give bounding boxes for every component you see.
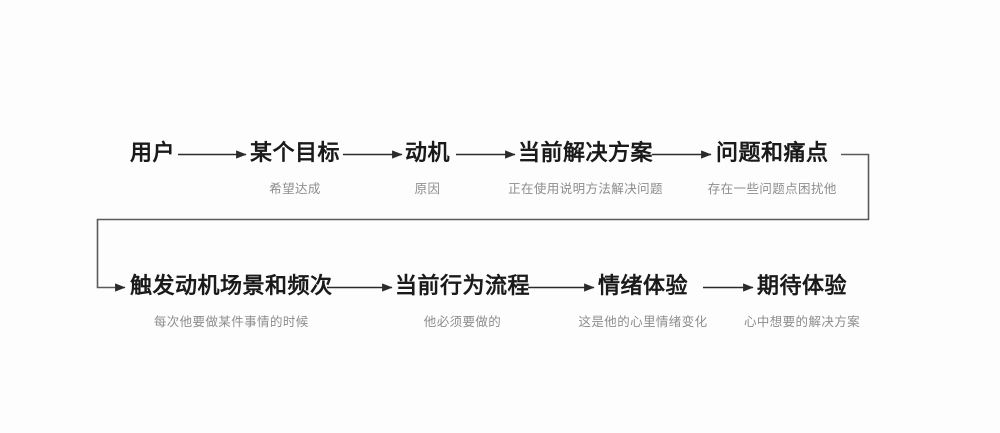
node-user[interactable]: 用户 bbox=[130, 142, 175, 164]
node-goal[interactable]: 某个目标 希望达成 bbox=[250, 140, 341, 196]
node-current-solution[interactable]: 当前解决方案 正在使用说明方法解决问题 bbox=[508, 140, 662, 196]
node-motive-title: 动机 bbox=[405, 140, 451, 165]
node-motive[interactable]: 动机 原因 bbox=[405, 140, 451, 196]
node-trigger-scene-frequency-subtitle: 每次他要做某件事情的时候 bbox=[153, 315, 309, 329]
node-goal-subtitle: 希望达成 bbox=[269, 182, 321, 196]
node-problems-painpoints-title: 问题和痛点 bbox=[716, 140, 829, 165]
node-motive-subtitle: 原因 bbox=[414, 182, 441, 196]
node-current-behavior-flow-title: 当前行为流程 bbox=[395, 273, 531, 298]
node-expected-experience-title: 期待体验 bbox=[757, 273, 848, 298]
node-trigger-scene-frequency[interactable]: 触发动机场景和频次 每次他要做某件事情的时候 bbox=[130, 273, 333, 329]
node-problems-painpoints-subtitle: 存在一些问题点困扰他 bbox=[707, 182, 837, 196]
wrap-pain-to-trigger bbox=[96, 153, 870, 292]
node-emotional-experience-title: 情绪体验 bbox=[598, 273, 689, 298]
node-current-behavior-flow[interactable]: 当前行为流程 他必须要做的 bbox=[395, 273, 531, 329]
node-current-behavior-flow-subtitle: 他必须要做的 bbox=[423, 315, 502, 329]
node-goal-title: 某个目标 bbox=[250, 140, 341, 165]
node-current-solution-title: 当前解决方案 bbox=[518, 140, 654, 165]
node-problems-painpoints[interactable]: 问题和痛点 存在一些问题点困扰他 bbox=[708, 140, 837, 196]
node-trigger-scene-frequency-title: 触发动机场景和频次 bbox=[130, 273, 333, 298]
node-expected-experience[interactable]: 期待体验 心中想要的解决方案 bbox=[744, 273, 860, 329]
node-current-solution-subtitle: 正在使用说明方法解决问题 bbox=[508, 182, 663, 196]
node-emotional-experience[interactable]: 情绪体验 这是他的心里情绪变化 bbox=[578, 273, 707, 329]
node-user-title: 用户 bbox=[130, 140, 176, 165]
node-emotional-experience-subtitle: 这是他的心里情绪变化 bbox=[578, 315, 708, 329]
node-expected-experience-subtitle: 心中想要的解决方案 bbox=[743, 315, 861, 329]
